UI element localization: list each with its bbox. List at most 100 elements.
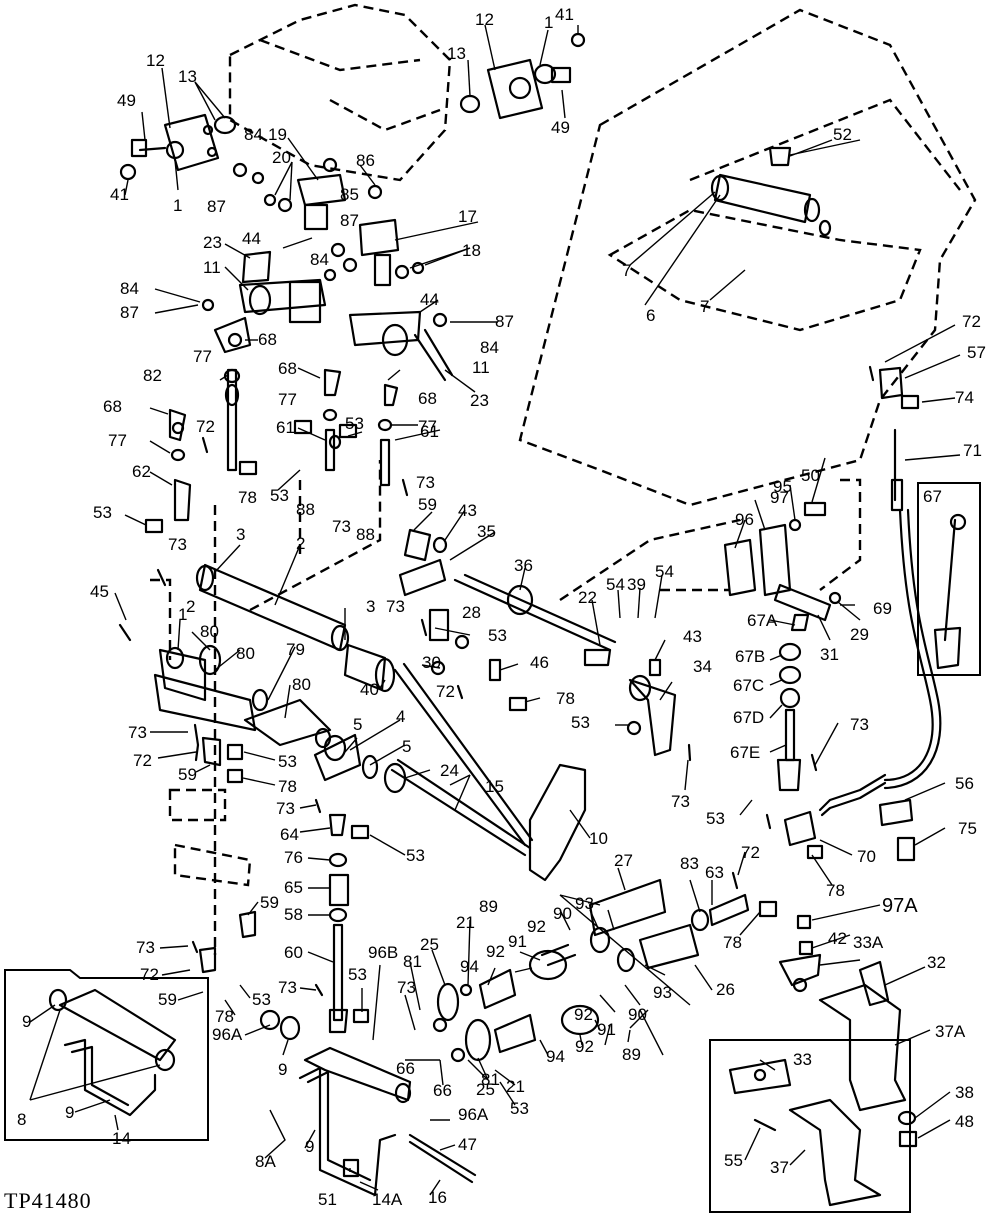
callout: 23: [470, 391, 489, 410]
callout: 61: [276, 418, 295, 437]
callout: 68: [278, 359, 297, 378]
callout: 1: [173, 196, 182, 215]
callout: 17: [458, 207, 477, 226]
callout: 24: [440, 761, 459, 780]
callout: 39: [627, 575, 646, 594]
callout: 21: [506, 1077, 525, 1096]
callout: 16: [428, 1188, 447, 1207]
callout: 67E: [730, 743, 760, 762]
callout: 2: [296, 534, 305, 553]
callout: 11: [472, 358, 490, 377]
callout: 19: [268, 125, 287, 144]
callout: 13: [178, 67, 197, 86]
callout: 87: [120, 303, 139, 322]
callout: 21: [456, 913, 475, 932]
callout: 59: [178, 765, 197, 784]
callout: 97: [770, 488, 789, 507]
callout: 59: [260, 893, 279, 912]
callout: 72: [741, 843, 760, 862]
callout: 56: [955, 774, 974, 793]
callout: 84: [120, 279, 139, 298]
callout: 96B: [368, 943, 398, 962]
callout: 90: [628, 1005, 647, 1024]
callout: 8: [17, 1110, 26, 1129]
callout: 87: [340, 211, 359, 230]
callout: 1: [178, 605, 187, 624]
inset-detail-37: [709, 1039, 911, 1213]
callout: 51: [318, 1190, 337, 1209]
callout: 33: [793, 1050, 812, 1069]
callout: 53: [278, 752, 297, 771]
callout: 14A: [372, 1190, 403, 1209]
control-cable: [783, 366, 942, 862]
callout: 67: [923, 487, 942, 506]
callout: 29: [850, 625, 869, 644]
callout: 25: [476, 1080, 495, 1099]
callout: 73: [136, 938, 155, 957]
callout: 10: [589, 829, 608, 848]
callout: 5: [353, 715, 362, 734]
callout: 97A: [882, 895, 918, 917]
callout: 73: [276, 799, 295, 818]
leader-lines: [29, 24, 961, 1196]
callout: 89: [622, 1045, 641, 1064]
callout: 4: [396, 707, 405, 726]
callout: 92: [575, 1037, 594, 1056]
callout: 53: [488, 626, 507, 645]
callout: 31: [820, 645, 839, 664]
callout: 53: [348, 965, 367, 984]
callout: 53: [270, 486, 289, 505]
callout: 68: [103, 397, 122, 416]
callout: 92: [574, 1005, 593, 1024]
callout: 37: [770, 1158, 789, 1177]
callout: 94: [460, 957, 479, 976]
callout: 92: [527, 917, 546, 936]
callout: 27: [614, 851, 633, 870]
callout: 73: [671, 792, 690, 811]
callout: 55: [724, 1151, 743, 1170]
callout: 59: [418, 495, 437, 514]
callout: 41: [555, 5, 574, 24]
callout: 9: [65, 1103, 74, 1122]
callout: 87: [495, 312, 514, 331]
callout: 72: [962, 312, 981, 331]
callout: 66: [433, 1081, 452, 1100]
callout: 30: [422, 653, 441, 672]
callout: 63: [705, 863, 724, 882]
lower-frame-14A: [259, 1009, 477, 1197]
callout: 68: [258, 330, 277, 349]
callout: 78: [238, 488, 257, 507]
callout: 26: [716, 980, 735, 999]
callout: 78: [278, 777, 297, 796]
callout: 53: [571, 713, 590, 732]
mounting-plate-right: [459, 32, 586, 120]
callout: 38: [955, 1083, 974, 1102]
callout: 12: [475, 10, 494, 29]
callout: 67A: [747, 611, 778, 630]
cross-shafts: [195, 528, 617, 857]
callout: 43: [683, 627, 702, 646]
callout: 23: [203, 233, 222, 252]
callout: 34: [693, 657, 712, 676]
callout: 2: [186, 597, 195, 616]
inset-detail-67: [917, 482, 981, 676]
callout: 73: [416, 473, 435, 492]
left-lever-assembly: [153, 644, 407, 794]
callout: 28: [462, 603, 481, 622]
callout: 81: [403, 952, 422, 971]
callout: 35: [477, 522, 496, 541]
callout: 67B: [735, 647, 765, 666]
callout: 78: [215, 1007, 234, 1026]
callout: 92: [486, 942, 505, 961]
callout: 81: [481, 1070, 500, 1089]
callout: 77: [108, 431, 127, 450]
callout: 74: [955, 388, 974, 407]
callout: 82: [143, 366, 162, 385]
shifter-housing-outline: [228, 3, 452, 182]
callout: 91: [597, 1020, 616, 1039]
callout: 9: [22, 1012, 31, 1031]
callout: 49: [551, 118, 570, 137]
callout: 93: [575, 894, 594, 913]
